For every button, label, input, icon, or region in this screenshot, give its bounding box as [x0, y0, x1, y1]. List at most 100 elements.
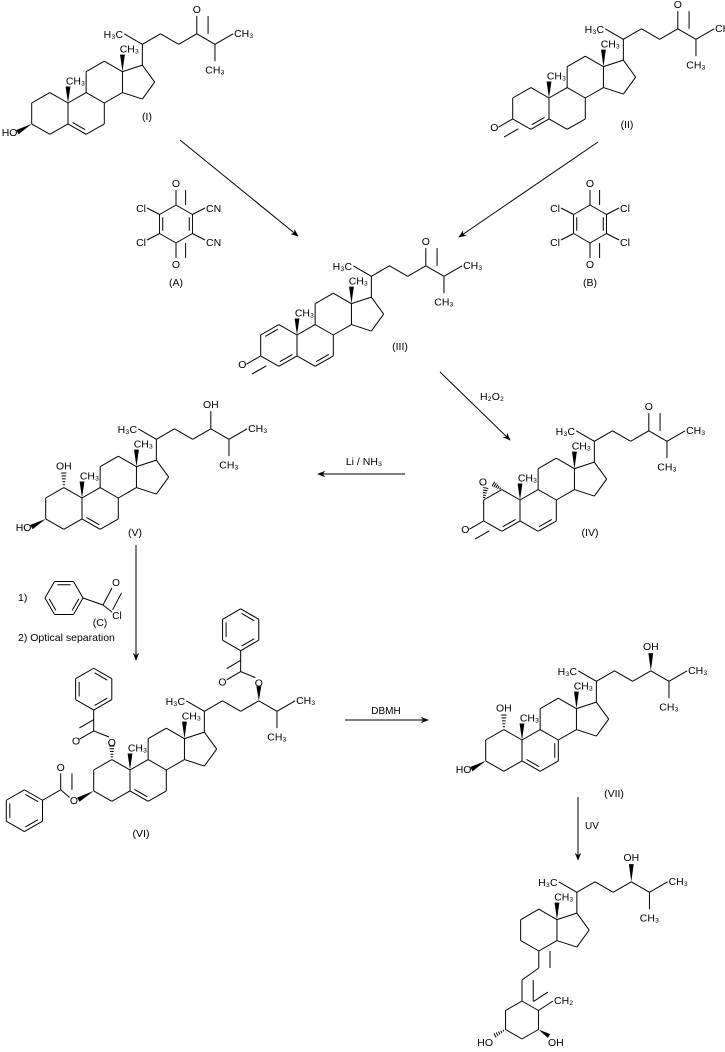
double-bond-line [252, 366, 266, 374]
bond [112, 791, 130, 801]
bond [576, 702, 596, 708]
oxygen-label: O [70, 796, 78, 807]
bond [520, 490, 538, 500]
bond [82, 519, 100, 529]
bond [45, 598, 55, 614]
bond [160, 234, 176, 244]
bond [603, 88, 623, 94]
methyl-label: H₃C [166, 697, 186, 708]
wedge-bond [517, 483, 523, 500]
hash-bond [494, 1033, 496, 1037]
arrow-III-to-IV [439, 371, 511, 441]
wedge-bond [648, 653, 654, 671]
bond [241, 701, 259, 711]
bond [100, 519, 118, 529]
bond [175, 429, 193, 439]
bond [578, 671, 596, 681]
bond [50, 124, 68, 134]
step-label: 1) [18, 592, 27, 604]
bond [538, 490, 556, 500]
methyl-label: CH₃ [205, 65, 224, 76]
bond [166, 728, 184, 738]
oxygen-label: O [72, 737, 80, 748]
bond [613, 882, 631, 892]
bond [576, 431, 594, 441]
methyl-label: CH₃ [349, 276, 368, 287]
bond [521, 909, 539, 919]
hash-bond [500, 488, 501, 490]
compound-labels: (I)(II)(III)(IV)(V)(VI)(VII) [128, 111, 633, 840]
bond [667, 431, 685, 441]
bond [6, 821, 24, 831]
bond [486, 730, 504, 740]
bond [315, 356, 333, 366]
arrow-I-to-III [179, 139, 299, 237]
bond [484, 490, 502, 500]
bond [74, 598, 84, 614]
hydroxyl-label: HO [2, 128, 18, 139]
compound-label-iv: (IV) [582, 527, 599, 539]
wedge-bond [16, 123, 32, 135]
bond [540, 761, 558, 771]
wedge-bond [256, 686, 262, 701]
hash-bond [483, 488, 488, 489]
methyl-label: CH₃ [601, 39, 620, 50]
double-bond-line [265, 329, 278, 336]
wedge-bond [574, 691, 579, 709]
bond [6, 790, 24, 800]
bond [426, 266, 444, 276]
bond [176, 234, 192, 244]
bond [204, 732, 216, 749]
bond [521, 941, 539, 951]
reagent-label: (B) [583, 277, 597, 289]
double-bond-line [475, 531, 489, 539]
bond [246, 356, 260, 364]
bond [46, 488, 64, 498]
bond [531, 119, 549, 129]
bond [595, 882, 613, 892]
methyl-label: CH₃ [120, 44, 139, 55]
bond [138, 429, 156, 439]
bond [557, 941, 577, 947]
bond [130, 760, 148, 770]
bond [561, 208, 574, 215]
substituent-label: Cl [620, 237, 630, 249]
bond [74, 582, 84, 598]
bond [351, 325, 371, 331]
hash-bond [498, 1032, 500, 1035]
hydroxyl-label: OH [548, 1037, 564, 1049]
methyl-label: CH₃ [134, 439, 153, 450]
methyl-label: CH₃ [640, 913, 659, 924]
oxygen-label: O [586, 178, 594, 190]
hash-bond [483, 492, 487, 493]
double-bond-line [134, 789, 147, 796]
double-bond-line [72, 599, 79, 611]
methyl-label: CH₃ [80, 471, 99, 482]
bond [315, 325, 333, 335]
bond [61, 790, 70, 798]
bond [104, 93, 122, 103]
double-bond-line [316, 354, 329, 361]
bond [574, 462, 594, 468]
bond [147, 208, 160, 215]
bond [46, 519, 64, 529]
bond [506, 1030, 522, 1040]
bond [161, 34, 179, 44]
wedge-bond [120, 54, 125, 72]
bond [156, 477, 168, 494]
wedge-bond [65, 86, 71, 103]
bond [259, 701, 277, 711]
wedge-bond [77, 790, 94, 802]
bond [103, 605, 112, 612]
bond [502, 490, 520, 500]
bond [353, 266, 371, 276]
bond [623, 77, 635, 94]
bond [596, 719, 608, 736]
bond [669, 671, 687, 681]
bond [642, 29, 660, 39]
hash-bond [498, 486, 500, 488]
bond [558, 730, 576, 740]
